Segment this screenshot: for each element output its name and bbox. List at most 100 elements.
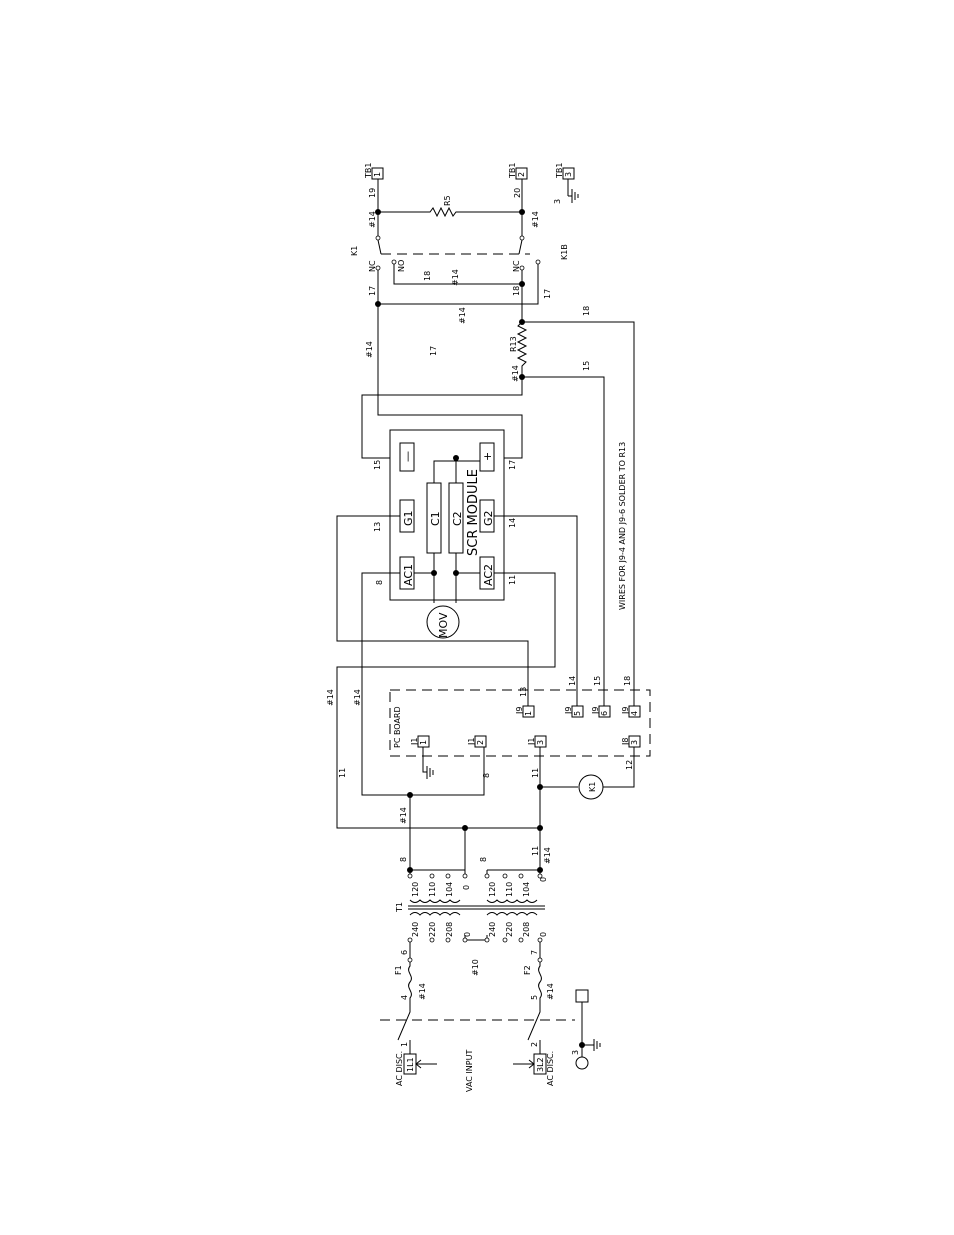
tb1-2-label: TB1 (508, 163, 517, 179)
ac1-label: AC1 (402, 564, 415, 586)
f1-label: F1 (394, 965, 403, 975)
pc-board (389, 689, 651, 779)
j1-1-label: J1 (410, 738, 419, 746)
j9-4-label: J9 (621, 707, 630, 715)
vac-arrow-1-icon (415, 1059, 437, 1069)
gauge-label: #10 (471, 959, 480, 976)
wire-18-label: 18 (582, 306, 591, 316)
wire-17-label: 17 (508, 460, 517, 470)
wire-15-label: 15 (593, 676, 602, 686)
gauge-label: #14 (353, 689, 362, 706)
wire-14-label: 14 (568, 676, 577, 686)
minus-terminal (399, 442, 415, 472)
mov-leads (433, 573, 457, 603)
wire-5-label: 5 (530, 995, 539, 1000)
j9-leads (603, 688, 635, 706)
wire-15-to-minus (361, 377, 523, 459)
wire-13-label: 13 (373, 522, 382, 532)
tap-120: 120 (488, 882, 497, 897)
r13-resistor (516, 321, 528, 378)
wire-3-label: 3 (571, 1050, 580, 1055)
j1-2-label: J1 (467, 738, 476, 746)
wire-7-label: 7 (530, 950, 539, 955)
capacitor-bus-top (433, 460, 480, 483)
j9-4-number: 4 (630, 711, 639, 716)
j9-6-label: J9 (591, 707, 600, 715)
tap-240: 240 (488, 922, 497, 937)
wire-19-label: 19 (368, 188, 377, 198)
c2-label: C2 (451, 511, 464, 526)
tb1-1-label: TB1 (364, 163, 373, 179)
k1-contact-a (377, 239, 382, 255)
wire-6-label: 6 (400, 950, 409, 955)
j8-number: 3 (630, 740, 639, 745)
mov-label: MOV (437, 612, 450, 638)
l1-label: 1L1 (406, 1057, 415, 1072)
wire-11-label: 11 (508, 575, 517, 585)
g1-label: G1 (402, 510, 415, 526)
wire-12-coil (603, 747, 635, 788)
gauge-label: #14 (399, 807, 408, 824)
ground-lug (575, 989, 589, 1003)
tb1-3-label: TB1 (555, 163, 564, 179)
vac-arrow-2-icon (513, 1059, 535, 1069)
scr-module (389, 429, 505, 639)
j9-5-label: J9 (564, 707, 573, 715)
tap-110: 110 (505, 882, 514, 897)
j1-2-number: 2 (476, 740, 485, 745)
l2-label: 3L2 (536, 1057, 545, 1072)
wire-8-label: 8 (399, 857, 408, 862)
wire-12-label: 12 (625, 760, 634, 770)
scr-module-title: SCR MODULE (466, 469, 481, 556)
pc-board-title: PC BOARD (393, 706, 402, 748)
wire-18-to-j9-4 (522, 321, 635, 688)
r5-label: R5 (443, 195, 452, 206)
ground-icon (422, 747, 434, 779)
t1-label: T1 (395, 902, 404, 913)
wire-2-label: 2 (530, 1042, 539, 1047)
wire-8-label: 8 (482, 773, 491, 778)
gauge-label: #14 (511, 365, 520, 382)
fuse-f2 (538, 960, 542, 1002)
tb1-2-number: 2 (517, 172, 526, 177)
transformer-core (408, 905, 545, 910)
k1-coil-label: K1 (588, 782, 597, 792)
transformer-t1 (408, 869, 545, 960)
wire-20-label: 20 (513, 188, 522, 198)
primary-leads (409, 935, 541, 960)
wire-15-label: 15 (373, 460, 382, 470)
tap-120: 120 (411, 882, 420, 897)
primary-coil-b (486, 912, 538, 916)
wire-14-label: 14 (508, 518, 517, 528)
mov-varistor (426, 605, 460, 639)
output-terminals (371, 167, 579, 203)
wire-1-label: 1 (400, 1042, 409, 1047)
j9-6-number: 6 (600, 711, 609, 716)
gauge-label: #14 (365, 341, 374, 358)
tap-0: 0 (462, 885, 471, 890)
gauge-label: #14 (368, 211, 377, 228)
gauge-label: #14 (418, 983, 427, 1000)
j9-1-number: 1 (524, 711, 533, 716)
solder-note: WIRES FOR J9-4 AND J9-6 SOLDER TO R13 (618, 442, 627, 610)
vac-input-label: VAC INPUT (465, 1050, 474, 1092)
wire-17-label: 17 (368, 286, 377, 296)
wire-17-jumper (378, 264, 539, 305)
j9-1-terminal (522, 705, 535, 718)
ac-disc-label: AC DISC. (546, 1051, 555, 1086)
tap-104: 104 (445, 882, 454, 897)
wire-17-to-plus (377, 304, 523, 442)
g2-label: G2 (482, 510, 495, 526)
tap-208: 208 (522, 922, 531, 937)
gauge-label: #14 (458, 307, 467, 324)
tap-0: 0 (539, 877, 548, 882)
secondary-coil-a (409, 899, 461, 903)
k1-contact-b (518, 239, 523, 255)
ac-disc-label: AC DISC. (395, 1051, 404, 1086)
tb1-1-number: 1 (373, 172, 382, 177)
wire-4-label: 4 (400, 995, 409, 1000)
no-label: NO (397, 260, 406, 272)
c1-label: C1 (429, 511, 442, 526)
wire-17-label: 17 (429, 346, 438, 356)
